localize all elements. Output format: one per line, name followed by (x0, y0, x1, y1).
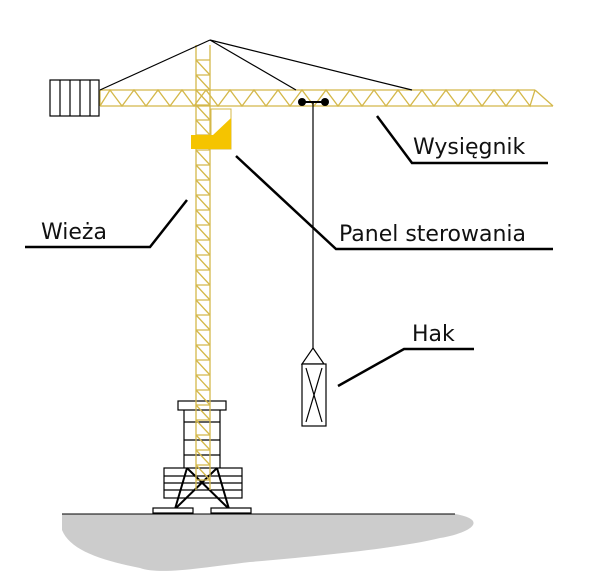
tower-mast (195, 45, 211, 490)
trolley (298, 98, 329, 106)
leader-lines (25, 115, 553, 388)
jib-lattice (99, 88, 554, 108)
counterweight (49, 79, 100, 117)
label-control-panel: Panel sterowania (339, 222, 526, 247)
label-hook: Hak (412, 322, 455, 347)
hook-block (300, 104, 327, 427)
ground-shadow (62, 514, 474, 571)
pendant-cables (99, 39, 413, 91)
operator-cab (191, 108, 232, 150)
leader-line-hook (337, 347, 474, 388)
label-jib: Wysięgnik (413, 135, 526, 160)
leader-line-tower (25, 199, 188, 249)
leader-line-control-panel (235, 155, 553, 251)
label-tower: Wieża (41, 220, 107, 245)
leader-line-jib (375, 115, 548, 165)
